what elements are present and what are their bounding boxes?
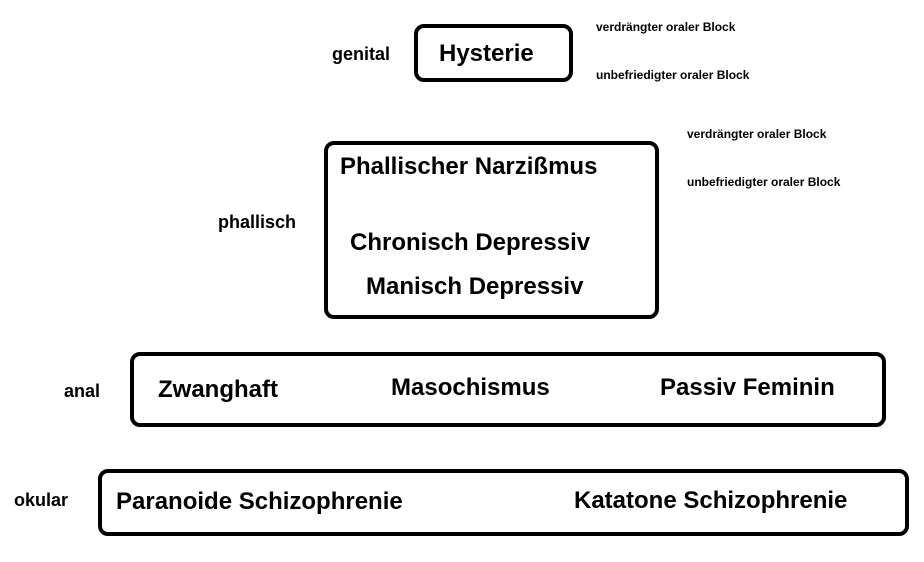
box-okular: Paranoide Schizophrenie Katatone Schizop… bbox=[98, 469, 909, 536]
item-zwanghaft: Zwanghaft bbox=[158, 376, 278, 403]
level-label-okular: okular bbox=[14, 490, 69, 510]
level-label-phallisch: phallisch bbox=[218, 212, 297, 232]
item-phallischer-narzissmus: Phallischer Narzißmus bbox=[340, 153, 598, 180]
item-hysterie: Hysterie bbox=[439, 40, 534, 67]
item-chronisch-depressiv: Chronisch Depressiv bbox=[350, 229, 591, 256]
note-genital-verdraengt: verdrängter oraler Block bbox=[596, 20, 736, 34]
box-genital: Hysterie bbox=[414, 24, 573, 82]
item-passiv-feminin: Passiv Feminin bbox=[660, 374, 835, 401]
item-manisch-depressiv: Manisch Depressiv bbox=[366, 273, 584, 300]
item-masochismus: Masochismus bbox=[391, 374, 550, 401]
note-genital-unbefriedigt: unbefriedigter oraler Block bbox=[596, 68, 750, 82]
item-katatone-schizophrenie: Katatone Schizophrenie bbox=[574, 487, 848, 514]
box-phallisch: Phallischer Narzißmus Chronisch Depressi… bbox=[324, 141, 659, 319]
item-paranoide-schizophrenie: Paranoide Schizophrenie bbox=[116, 488, 403, 515]
level-label-anal: anal bbox=[64, 381, 101, 401]
level-label-genital: genital bbox=[332, 44, 391, 64]
note-phallisch-unbefriedigt: unbefriedigter oraler Block bbox=[687, 175, 841, 189]
note-phallisch-verdraengt: verdrängter oraler Block bbox=[687, 127, 827, 141]
box-anal: Zwanghaft Masochismus Passiv Feminin bbox=[130, 352, 886, 427]
